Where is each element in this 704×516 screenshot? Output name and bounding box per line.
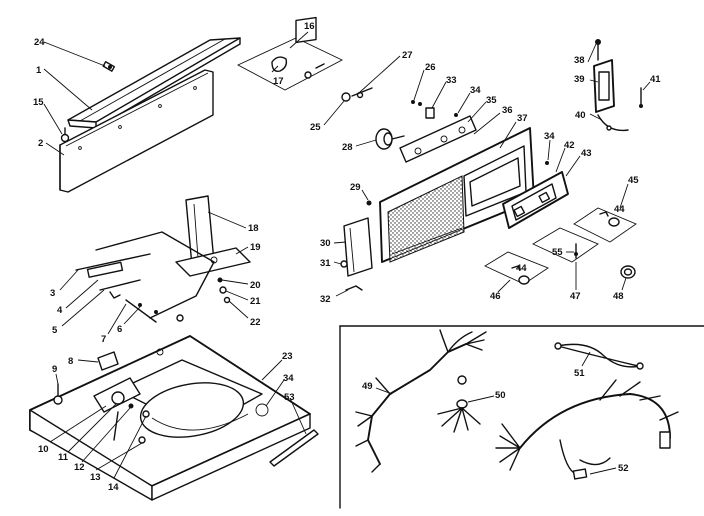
label-4: 4: [57, 305, 63, 316]
label-23: 23: [282, 351, 293, 362]
label-28: 28: [342, 142, 353, 153]
label-35: 35: [486, 95, 497, 106]
label-36: 36: [502, 105, 513, 116]
label-27: 27: [402, 50, 413, 61]
connector-50: [437, 399, 481, 433]
label-40: 40: [575, 110, 586, 121]
console-back-panel: [59, 69, 214, 193]
label-5: 5: [52, 325, 58, 336]
label-50: 50: [495, 390, 506, 401]
label-44a: 44: [614, 204, 625, 215]
label-34c: 34: [283, 373, 294, 384]
knob-group-46: [484, 251, 549, 285]
label-16: 16: [304, 21, 315, 32]
label-55: 55: [552, 247, 563, 258]
label-46: 46: [490, 291, 501, 302]
label-25: 25: [310, 122, 321, 133]
label-8: 8: [68, 356, 73, 367]
screw-29: [366, 200, 372, 206]
lid-switch-assembly: [75, 231, 215, 323]
strip-53: [269, 429, 319, 467]
label-42: 42: [564, 140, 575, 151]
label-22: 22: [250, 317, 261, 328]
screw-31: [340, 260, 348, 268]
label-18: 18: [248, 223, 259, 234]
label-51: 51: [574, 368, 585, 379]
label-14: 14: [108, 482, 119, 493]
label-53: 53: [284, 392, 295, 403]
label-38: 38: [574, 55, 585, 66]
jumper-wire-51: [554, 342, 644, 370]
label-34a: 34: [470, 85, 481, 96]
label-49: 49: [362, 381, 373, 392]
washers-20-21-22: [217, 277, 231, 304]
label-45: 45: [628, 175, 639, 186]
label-26: 26: [425, 62, 436, 73]
wire-harness-49: [355, 329, 487, 473]
knob-shaft-parts: [341, 87, 422, 150]
screw-24: [102, 61, 116, 72]
label-48: 48: [613, 291, 624, 302]
label-17: 17: [273, 76, 284, 87]
label-41: 41: [650, 74, 661, 85]
label-13: 13: [90, 472, 101, 483]
label-43: 43: [581, 148, 592, 159]
control-bracket: [399, 107, 477, 163]
label-52: 52: [618, 463, 629, 474]
label-2: 2: [38, 138, 43, 149]
label-39: 39: [574, 74, 585, 85]
label-10: 10: [38, 444, 49, 455]
label-15: 15: [33, 97, 44, 108]
label-11: 11: [58, 452, 69, 463]
knob-group-45: [573, 207, 637, 243]
knob-group-47: [532, 227, 599, 263]
label-3: 3: [50, 288, 55, 299]
label-32: 32: [320, 294, 331, 305]
timer-bracket-16: [236, 16, 344, 91]
harness-inset-frame: [339, 325, 704, 509]
label-44b: 44: [516, 263, 527, 274]
wire-harness-52: [495, 379, 679, 480]
label-37: 37: [517, 113, 528, 124]
part-labels: 24 1 15 2 16 17 27 26 33 34 35 36: [33, 21, 661, 493]
switch-bracket-39: [593, 39, 643, 132]
label-24: 24: [34, 37, 45, 48]
label-34b: 34: [544, 131, 555, 142]
label-30: 30: [320, 238, 331, 249]
screw-15: [60, 127, 70, 143]
label-21: 21: [250, 296, 261, 307]
label-1: 1: [36, 65, 42, 76]
label-20: 20: [250, 280, 261, 291]
label-6: 6: [117, 324, 122, 335]
panel-endcap-30: [343, 217, 373, 277]
label-12: 12: [74, 462, 85, 473]
label-31: 31: [320, 258, 331, 269]
switch-module-43: [502, 161, 569, 229]
label-33: 33: [446, 75, 457, 86]
washer-top-23: [29, 335, 311, 501]
label-9: 9: [52, 364, 57, 375]
label-7: 7: [101, 334, 106, 345]
console-panel-37: [379, 127, 535, 263]
label-19: 19: [250, 242, 261, 253]
knob-48: [620, 265, 636, 279]
console-top-cover: [67, 37, 241, 129]
clip-32: [345, 285, 363, 291]
lid-switch-bracket-8: [97, 351, 119, 371]
label-29: 29: [350, 182, 361, 193]
label-47: 47: [570, 291, 581, 302]
